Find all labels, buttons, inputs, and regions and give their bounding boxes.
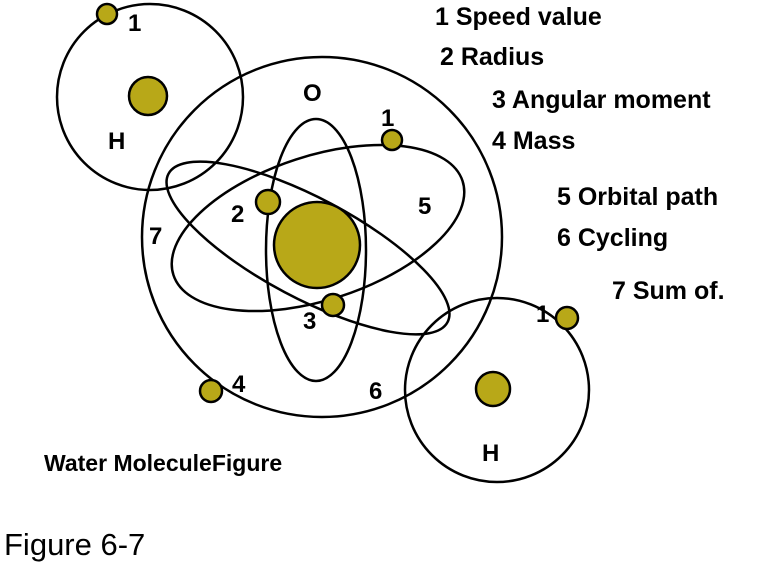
h-top-electron xyxy=(95,2,119,26)
legend-item: 4 Mass xyxy=(492,127,575,155)
marker-label: 7 xyxy=(149,223,162,250)
hydrogen-bottom-label: H xyxy=(482,440,499,467)
marker-label: 5 xyxy=(418,193,431,220)
hydrogen-top-label: H xyxy=(108,128,125,155)
marker-label: 6 xyxy=(369,378,382,405)
diagram-caption: Water MoleculeFigure xyxy=(44,450,282,476)
h-bottom-nucleus xyxy=(474,370,512,408)
legend-item: 7 Sum of. xyxy=(612,277,725,305)
h-bottom-electron xyxy=(554,305,580,331)
marker-label: 1 xyxy=(381,105,394,132)
o-electron-2 xyxy=(254,188,282,216)
h-top-nucleus xyxy=(127,75,169,117)
o-electron-1 xyxy=(380,128,404,152)
o-outer-orbit xyxy=(140,55,504,419)
o-electron-4 xyxy=(198,378,224,404)
figure-label: Figure 6-7 xyxy=(4,527,145,562)
o-electron-3 xyxy=(320,292,346,318)
marker-label: 3 xyxy=(303,308,316,335)
marker-label: 4 xyxy=(232,371,246,398)
h-bottom-orbit xyxy=(403,296,591,484)
legend-item: 5 Orbital path xyxy=(557,183,718,211)
o-vertical-orbit xyxy=(264,117,368,383)
marker-label: 1 xyxy=(128,10,141,37)
legend-item: 2 Radius xyxy=(440,43,544,71)
legend-item: 6 Cycling xyxy=(557,224,668,252)
marker-label: 1 xyxy=(536,301,549,328)
legend-item: 3 Angular moment xyxy=(492,86,711,114)
h-top-orbit xyxy=(55,2,245,192)
marker-label: 2 xyxy=(231,201,244,228)
legend-item: 1 Speed value xyxy=(435,3,602,31)
oxygen-label: O xyxy=(303,80,322,107)
o-nucleus xyxy=(272,200,362,290)
